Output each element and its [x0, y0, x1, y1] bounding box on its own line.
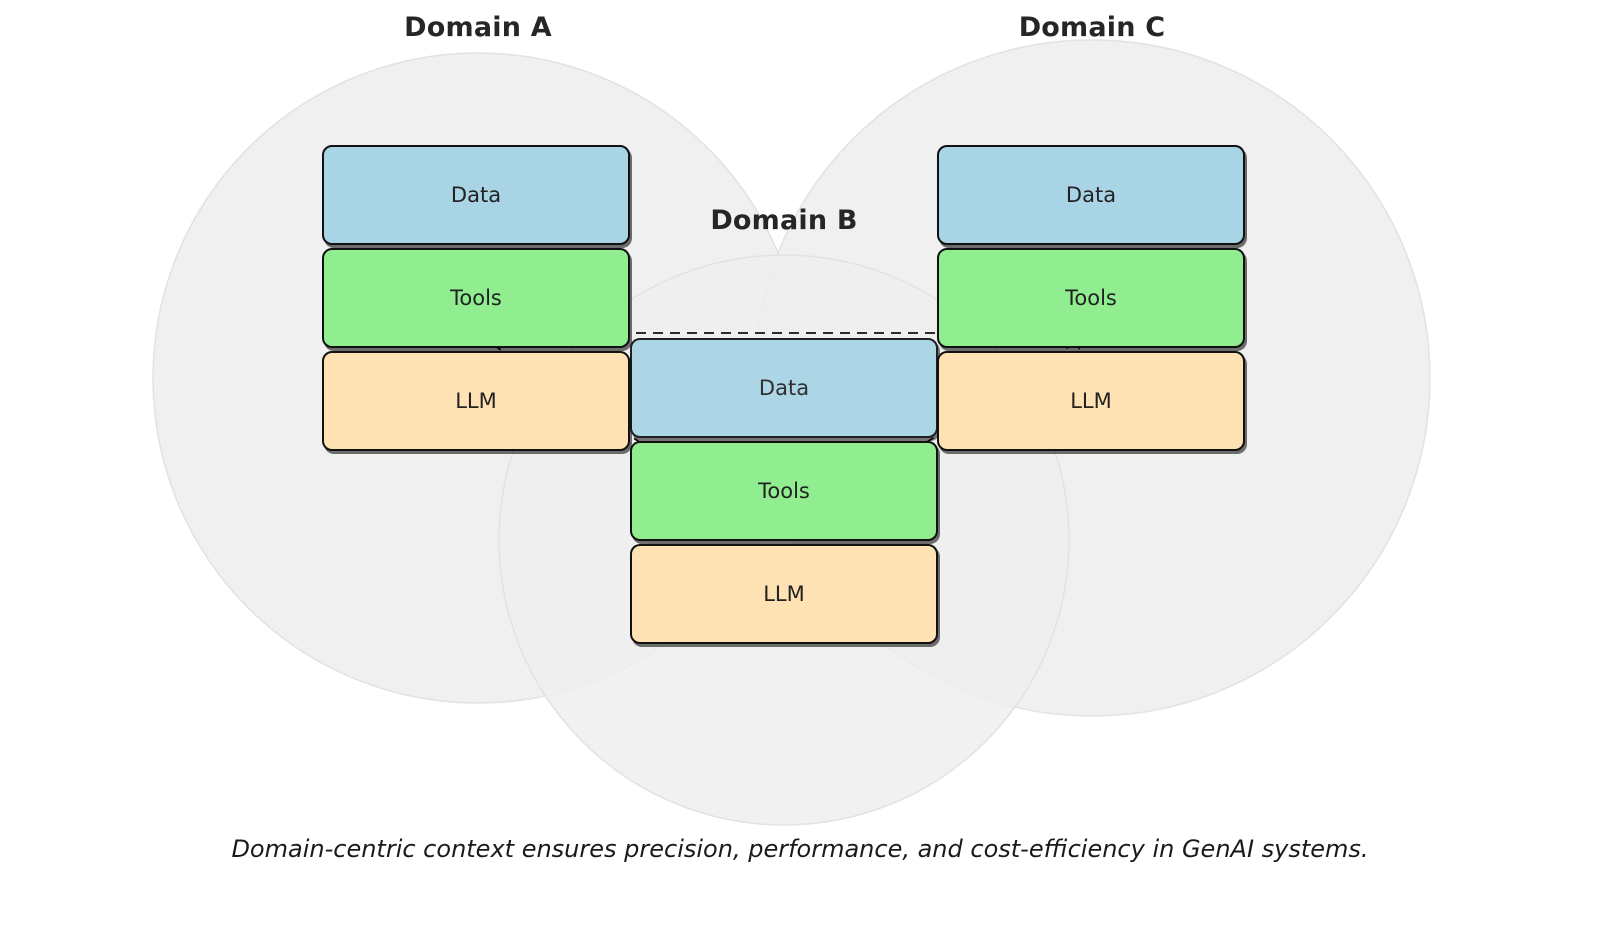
domain-a-title: Domain A [404, 12, 552, 43]
domain-c-layer-data[interactable]: Data [937, 145, 1245, 245]
domain-a-layer-data[interactable]: Data [322, 145, 630, 245]
domain-c-layer-tools[interactable]: Tools [937, 248, 1245, 348]
domain-b-layer-data[interactable]: Data [630, 338, 938, 438]
domain-c-layer-llm[interactable]: LLM [937, 351, 1245, 451]
figure-caption: Domain-centric context ensures precision… [231, 835, 1369, 863]
domain-a-layer-llm[interactable]: LLM [322, 351, 630, 451]
domain-b-title: Domain B [710, 205, 858, 236]
domain-c-title: Domain C [1018, 12, 1166, 43]
domain-b-layer-llm[interactable]: LLM [630, 544, 938, 644]
domain-a-layer-tools[interactable]: Tools [322, 248, 630, 348]
domain-b-layer-tools[interactable]: Tools [630, 441, 938, 541]
